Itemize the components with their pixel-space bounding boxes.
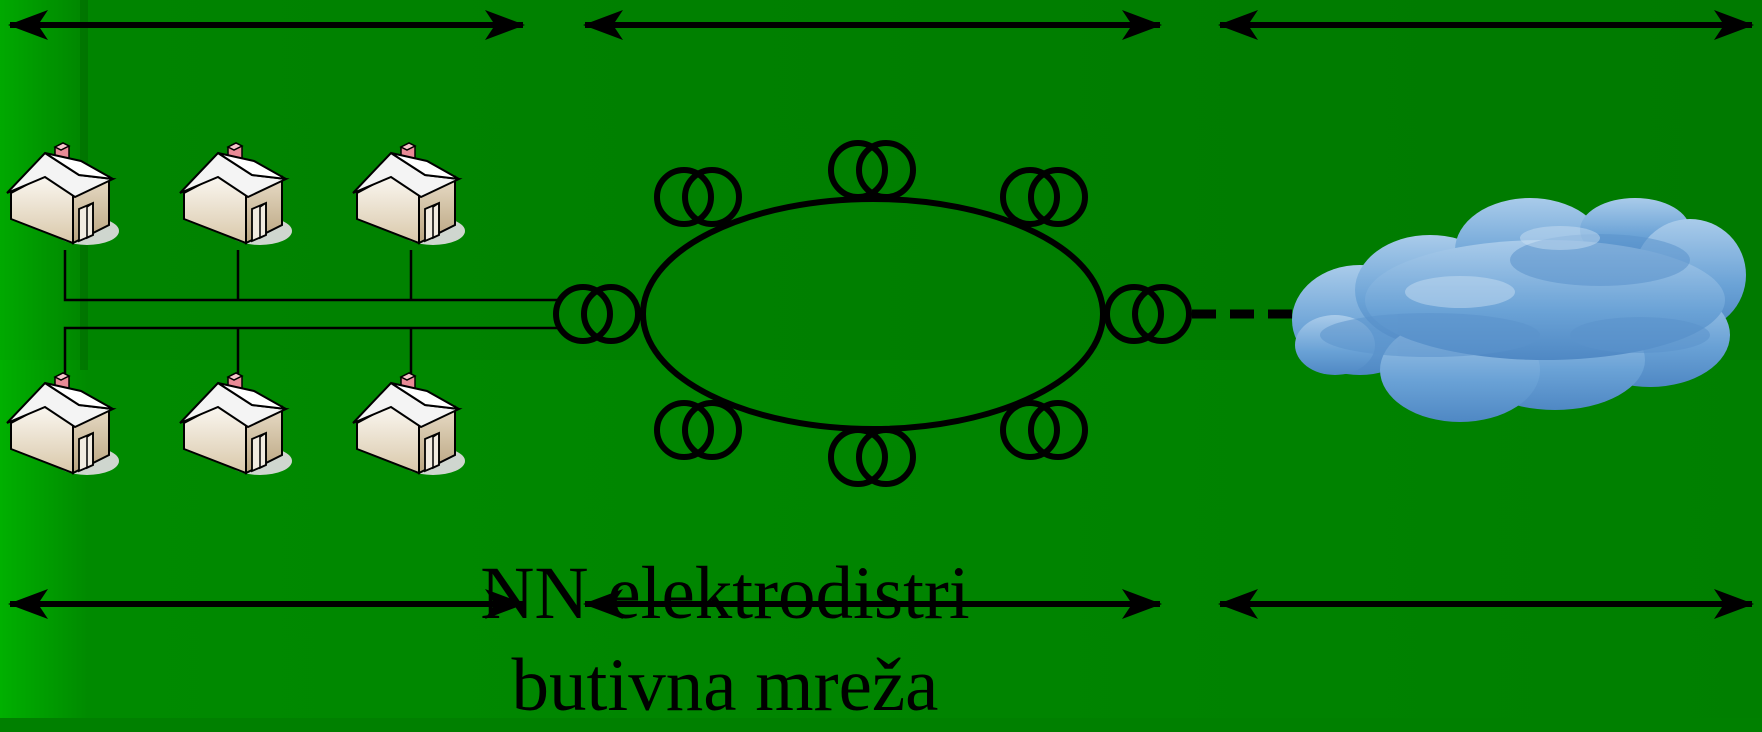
cloud-icon: [1292, 198, 1746, 422]
distribution-ring: [640, 196, 1106, 432]
caption-line-2: butivna mreža: [511, 644, 939, 727]
feeder-lower: [63, 326, 560, 375]
network-caption: NN elektrodistri butivna mreža: [430, 548, 1020, 732]
caption-line-1: NN elektrodistri: [480, 552, 970, 635]
feeder-lines: [63, 250, 560, 375]
feeder-upper: [63, 250, 560, 302]
